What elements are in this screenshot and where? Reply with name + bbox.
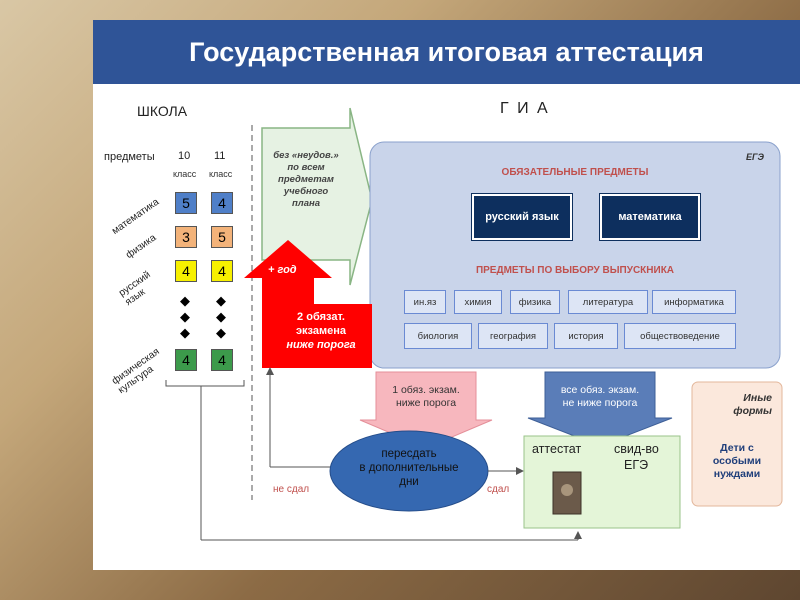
grade-cell-physics-11: 5	[211, 226, 233, 248]
grade10-label: 10	[178, 150, 191, 162]
two-fail-arrow	[244, 240, 372, 368]
elective-item: литература	[568, 290, 648, 314]
certificate-box	[523, 435, 681, 529]
elective-item: история	[554, 323, 618, 349]
certificate-emblem-icon	[561, 484, 573, 496]
elective-item: химия	[454, 290, 502, 314]
grade11-label: 11	[214, 150, 226, 162]
all-pass-arrow	[527, 371, 673, 447]
no-fail-text: без «неудов.» по всем предметам учебного…	[273, 150, 339, 209]
elective-item: обществоведение	[624, 323, 736, 349]
grade-cell-math-11: 4	[211, 192, 233, 214]
passed-label: сдал	[487, 484, 510, 495]
ege-label: ЕГЭ	[746, 152, 764, 162]
ellipsis-diamond: ◆	[216, 325, 226, 340]
svid-label: свид-во	[614, 442, 659, 456]
class10-label: класс	[173, 169, 197, 179]
elective-heading: ПРЕДМЕТЫ ПО ВЫБОРУ ВЫПУСКНИКА	[475, 265, 675, 276]
ellipsis-diamond: ◆	[180, 293, 190, 308]
year-label: + год	[268, 264, 297, 276]
ellipsis-diamond: ◆	[180, 325, 190, 340]
all-pass-text: все обяз. экзам. не ниже порога	[560, 384, 640, 409]
elective-item: ин.яз	[404, 290, 446, 314]
ege-small-label: ЕГЭ	[624, 458, 649, 472]
grades-bracket	[165, 380, 245, 387]
grade-cell-physics-10: 3	[175, 226, 197, 248]
grade-cell-pe-11: 4	[211, 349, 233, 371]
page-title: Государственная итоговая аттестация	[189, 37, 704, 67]
elective-item: биология	[404, 323, 472, 349]
class11-label: класс	[209, 169, 233, 179]
elective-item: география	[478, 323, 548, 349]
other-forms-text: Иные формы	[733, 392, 772, 417]
special-needs-text: Дети с особыми нуждами	[712, 442, 762, 480]
elective-item: физика	[510, 290, 560, 314]
grade-cell-russian-10: 4	[175, 260, 197, 282]
not-passed-label: не сдал	[273, 484, 310, 495]
ellipsis-diamond: ◆	[216, 293, 226, 308]
other-forms-box	[691, 381, 783, 507]
subjects-label: предметы	[104, 151, 155, 163]
school-heading: ШКОЛА	[137, 103, 188, 119]
grade-cell-russian-11: 4	[211, 260, 233, 282]
retake-text: пересдать в дополнительные дни	[359, 448, 459, 488]
elective-item: информатика	[652, 290, 736, 314]
certificate-label: аттестат	[532, 442, 582, 456]
two-fail-text: 2 обязат. экзамена ниже порога	[286, 311, 356, 351]
mandatory-subject-math: математика	[599, 193, 701, 241]
ellipsis-diamond: ◆	[180, 309, 190, 324]
gia-heading: Г И А	[500, 100, 550, 117]
mandatory-subject-russian: русский язык	[471, 193, 573, 241]
one-fail-text: 1 обяз. экзам. ниже порога	[392, 384, 460, 409]
grade-cell-math-10: 5	[175, 192, 197, 214]
ellipsis-diamond: ◆	[216, 309, 226, 324]
one-fail-arrow	[359, 371, 493, 449]
mandatory-heading: ОБЯЗАТЕЛЬНЫЕ ПРЕДМЕТЫ	[501, 167, 649, 178]
title-bar	[93, 20, 800, 84]
grade-cell-pe-10: 4	[175, 349, 197, 371]
